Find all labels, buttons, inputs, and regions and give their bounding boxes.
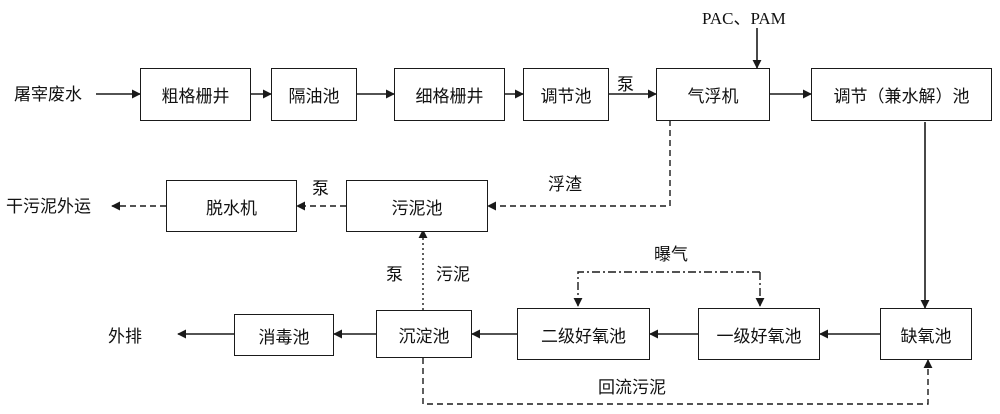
aerobic-1-box: 一级好氧池 bbox=[698, 308, 820, 360]
coarse-screen-box: 粗格栅井 bbox=[140, 68, 251, 121]
pump-label-1: 泵 bbox=[617, 75, 634, 95]
arrow-return-sludge bbox=[422, 358, 933, 405]
sedimentation-box: 沉淀池 bbox=[376, 310, 472, 358]
disinfection-box: 消毒池 bbox=[234, 314, 334, 356]
arrow-aeration-left bbox=[573, 271, 760, 307]
equalization-box: 调节池 bbox=[523, 68, 609, 121]
return-sludge-label: 回流污泥 bbox=[598, 378, 666, 398]
oil-separator-box: 隔油池 bbox=[271, 68, 357, 121]
aerobic-2-box: 二级好氧池 bbox=[517, 308, 650, 360]
sludge-tank-box: 污泥池 bbox=[346, 180, 488, 232]
discharge-label: 外排 bbox=[108, 327, 142, 347]
dry-sludge-label: 干污泥外运 bbox=[6, 197, 91, 217]
aeration-label: 曝气 bbox=[654, 245, 688, 265]
hydrolysis-tank-box: 调节（兼水解）池 bbox=[811, 68, 992, 121]
pump-label-3: 泵 bbox=[386, 265, 403, 285]
arrow-scum bbox=[487, 120, 671, 211]
air-flotation-box: 气浮机 bbox=[656, 68, 770, 121]
sludge-label: 污泥 bbox=[436, 265, 470, 285]
anoxic-box: 缺氧池 bbox=[880, 308, 972, 360]
scum-label: 浮渣 bbox=[548, 175, 582, 195]
source-label: 屠宰废水 bbox=[14, 85, 82, 105]
dewatering-box: 脱水机 bbox=[166, 180, 297, 232]
chemicals-label: PAC、PAM bbox=[702, 9, 786, 28]
fine-screen-box: 细格栅井 bbox=[394, 68, 505, 121]
pump-label-2: 泵 bbox=[312, 179, 329, 199]
